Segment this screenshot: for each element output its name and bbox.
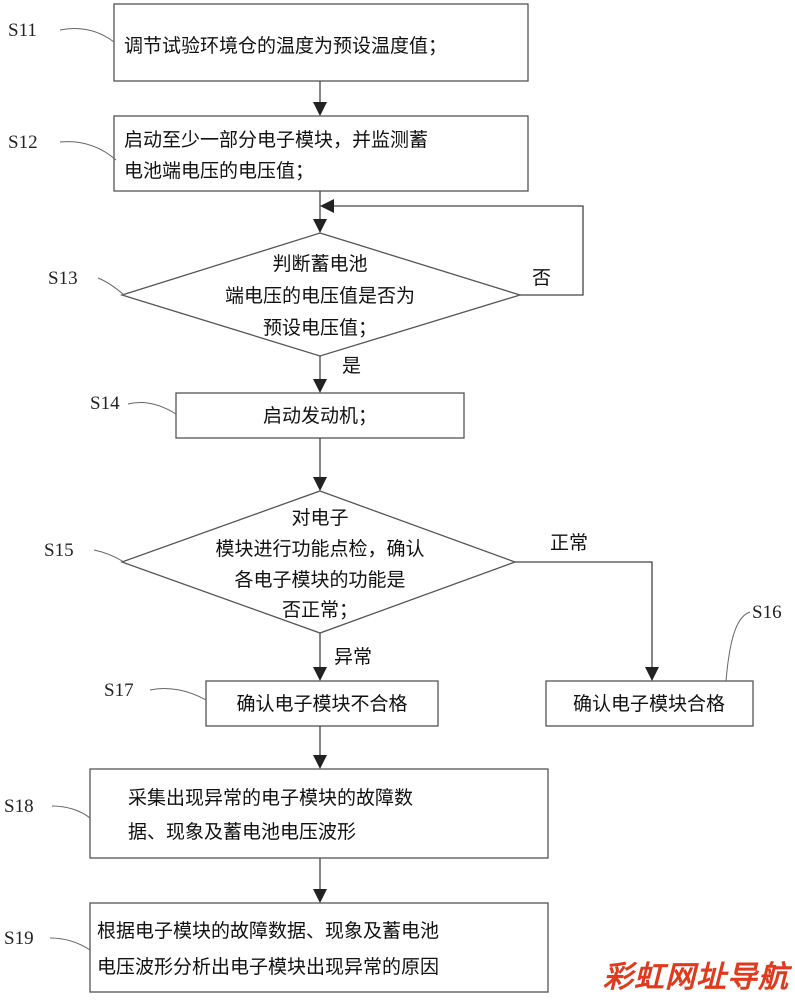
- step-s14-label: S14: [90, 393, 120, 414]
- arrowhead-s13-s14: [313, 379, 327, 393]
- arrowhead-s12-s13: [313, 219, 327, 233]
- step-s18-leader: [51, 805, 91, 819]
- step-s19-box: [89, 902, 549, 993]
- step-s17-label: S17: [104, 680, 134, 701]
- step-s19-label: S19: [4, 928, 34, 949]
- step-s15-text-line3: 各电子模块的功能是: [234, 569, 405, 591]
- step-s19-text-line2: 电压波形分析出电子模块出现异常的原因: [97, 956, 439, 978]
- step-s13-label: S13: [48, 268, 78, 289]
- step-s14-box: [175, 392, 465, 439]
- step-s16-label: S16: [752, 602, 782, 623]
- arrowhead-s11-s12: [313, 102, 327, 116]
- arrowhead-s14-s15: [313, 477, 327, 491]
- step-s15-label: S15: [44, 540, 74, 561]
- arrowhead-s15-s17: [313, 667, 327, 681]
- step-s17-box: [205, 680, 439, 727]
- step-s13-text-line3: 预设电压值；: [263, 317, 377, 339]
- step-s12-label: S12: [8, 132, 38, 153]
- step-s16-text: 确认电子模块合格: [573, 693, 725, 715]
- connector-s15-s16: [515, 561, 653, 668]
- step-s19-text-line1: 根据电子模块的故障数据、现象及蓄电池: [97, 920, 439, 942]
- step-s12-text-line2: 电池端电压的电压值；: [124, 160, 314, 182]
- branch-yes-label: 是: [342, 355, 361, 377]
- branch-abnormal-label: 异常: [334, 646, 372, 668]
- step-s15-text-line4: 否正常；: [282, 599, 358, 621]
- step-s18-label: S18: [4, 796, 34, 817]
- step-s15-leader: [93, 549, 125, 563]
- step-s17-leader: [149, 687, 207, 701]
- step-s13-text-line2: 端电压的电压值是否为: [225, 285, 415, 307]
- step-s19-leader: [49, 937, 91, 951]
- step-s12-box: [113, 115, 529, 192]
- arrowhead-s13-no-loop: [320, 199, 334, 213]
- connector-s13-no-loop: [334, 205, 584, 296]
- step-s11-text: 调节试验环境仓的温度为预设温度值；: [124, 35, 447, 57]
- step-s11-label: S11: [8, 20, 37, 41]
- step-s11-box: [113, 3, 529, 82]
- step-s14-text: 启动发动机；: [263, 405, 377, 427]
- arrowhead-s17-s18: [313, 755, 327, 769]
- step-s13-text-line1: 判断蓄电池: [272, 253, 367, 275]
- step-s16-box: [545, 680, 754, 727]
- step-s15-text-line1: 对电子: [291, 507, 348, 529]
- arrowhead-s18-s19: [313, 889, 327, 903]
- step-s12-text-line1: 启动至少一部分电子模块，并监测蓄: [124, 129, 428, 151]
- branch-no-label: 否: [532, 267, 551, 289]
- step-s15-text-line2: 模块进行功能点检，确认: [215, 538, 424, 560]
- step-s18-text-line2: 据、现象及蓄电池电压波形: [128, 821, 356, 843]
- step-s12-leader: [59, 141, 117, 161]
- step-s17-text: 确认电子模块不合格: [236, 693, 407, 715]
- step-s16-leader: [725, 611, 751, 682]
- step-s14-leader: [127, 401, 177, 415]
- arrowhead-s15-s16: [645, 667, 659, 681]
- step-s18-box: [89, 768, 549, 859]
- step-s18-text-line1: 采集出现异常的电子模块的故障数: [128, 787, 413, 809]
- watermark-logo: 彩虹网址导航: [603, 960, 789, 995]
- branch-normal-label: 正常: [550, 532, 588, 554]
- step-s11-leader: [59, 28, 115, 43]
- step-s13-leader: [97, 277, 125, 296]
